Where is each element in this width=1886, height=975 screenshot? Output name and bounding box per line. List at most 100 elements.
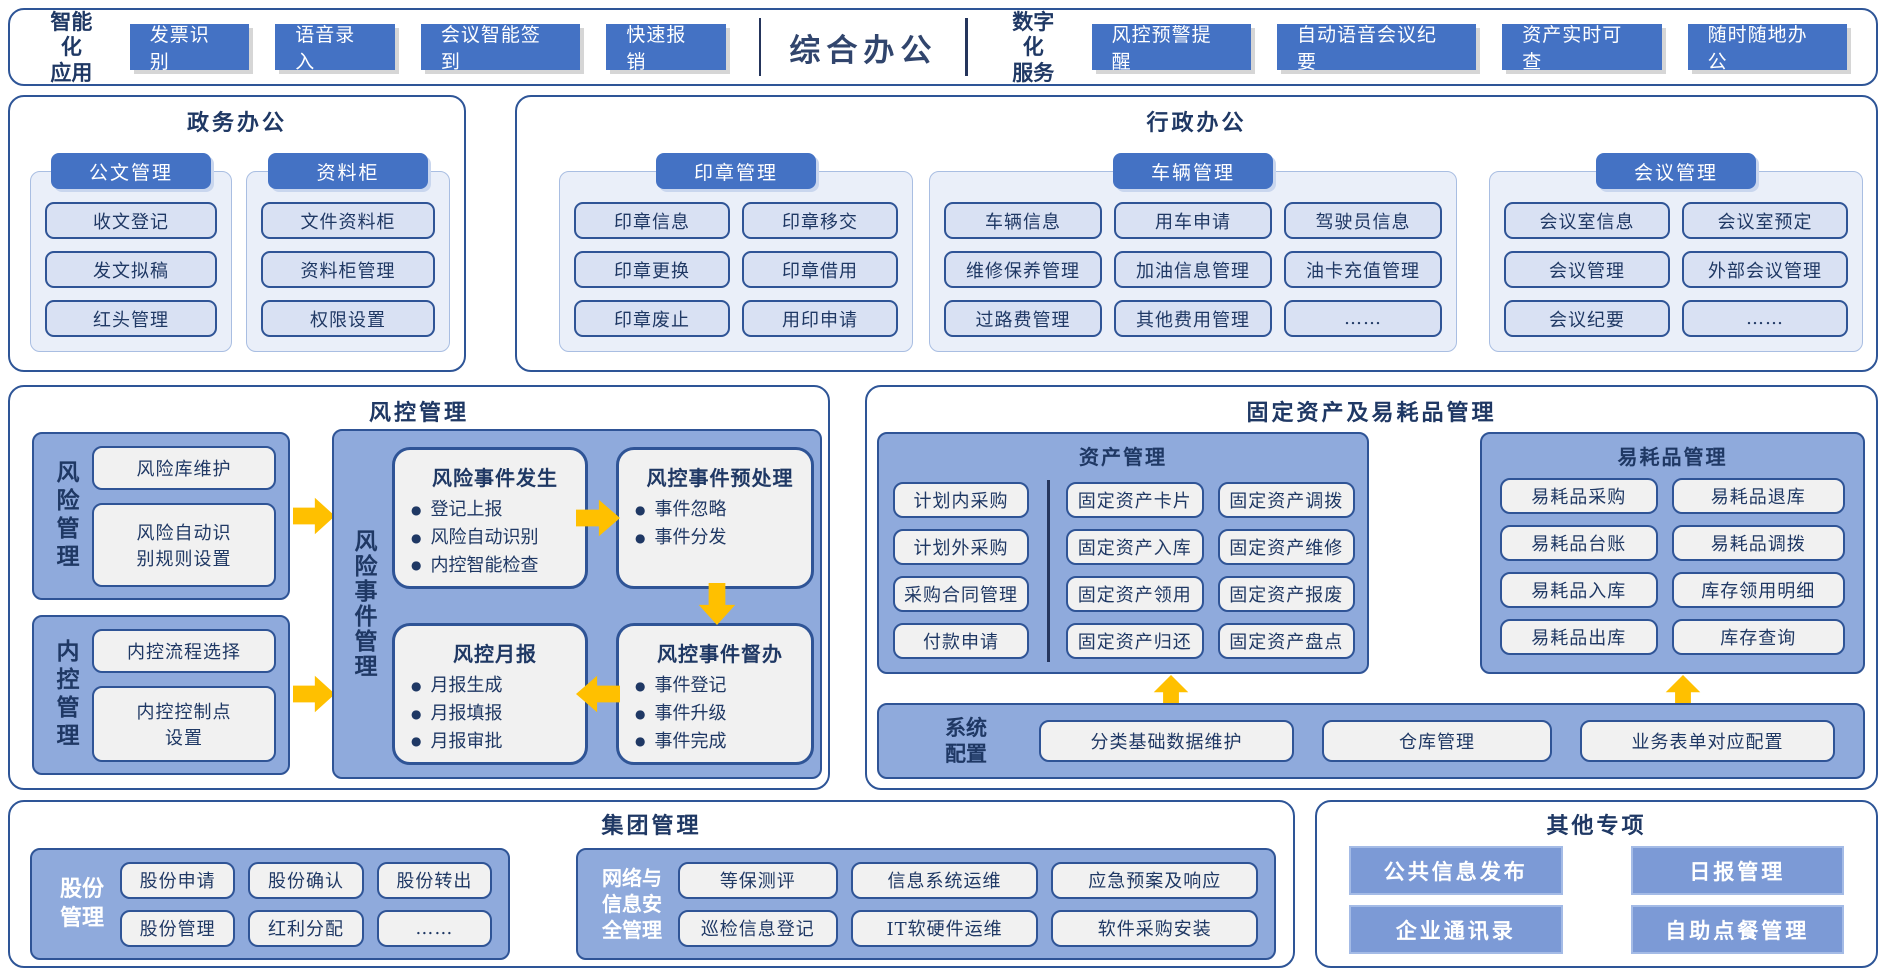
module-panel: 印章信息 印章移交 印章更换 印章借用 印章废止 用印申请 bbox=[559, 171, 913, 352]
asset-section: 固定资产及易耗品管理 资产管理 计划内采购 计划外采购 采购合同管理 付款申请 … bbox=[865, 385, 1878, 790]
section-title: 行政办公 bbox=[1146, 110, 1247, 136]
top-bar: 智能化 应用 发票识别 语音录入 会议智能签到 快速报销 综合办公 数字化 服务… bbox=[8, 8, 1878, 86]
module-item: 红利分配 bbox=[248, 909, 364, 947]
module-item: 资料柜管理 bbox=[261, 251, 435, 288]
module-item: 印章借用 bbox=[742, 251, 898, 288]
module-item: 采购合同管理 bbox=[893, 575, 1029, 612]
digital-service-button: 风控预警提醒 bbox=[1091, 24, 1251, 73]
module-item: 车辆信息 bbox=[944, 202, 1102, 239]
shares-panel: 股份 管理 股份申请 股份确认 股份转出 股份管理 红利分配 …… bbox=[30, 848, 510, 960]
module-item: 库存查询 bbox=[1671, 619, 1845, 655]
module-item: 易耗品退库 bbox=[1671, 478, 1845, 514]
panel-label: 风险事件管理 bbox=[350, 529, 377, 679]
risk-event-mgmt-panel: 风险事件管理 风险事件发生 登记上报 风险自动识别 内控智能检查 风控事件预处理… bbox=[332, 429, 822, 779]
module-item: 巡检信息登记 bbox=[678, 909, 838, 947]
card-title: 风控事件督办 bbox=[657, 642, 783, 666]
module-panel: 车辆信息 用车申请 驾驶员信息 维修保养管理 加油信息管理 油卡充值管理 过路费… bbox=[929, 171, 1457, 352]
module-item: 发文拟稿 bbox=[45, 251, 217, 288]
module-item: 仓库管理 bbox=[1322, 720, 1552, 762]
module-item: 用车申请 bbox=[1114, 202, 1272, 239]
panel-label: 内控管理 bbox=[52, 639, 79, 751]
module-item: 过路费管理 bbox=[944, 300, 1102, 337]
module-item: 印章更换 bbox=[574, 251, 730, 288]
module-item: 文件资料柜 bbox=[261, 202, 435, 239]
module-item: …… bbox=[376, 909, 492, 947]
module-panel: 收文登记 发文拟稿 红头管理 bbox=[30, 171, 232, 352]
module-item: 维修保养管理 bbox=[944, 251, 1102, 288]
group-header: 会议管理 bbox=[1596, 153, 1756, 189]
bullet-item: 月报生成 bbox=[411, 672, 579, 700]
special-button: 企业通讯录 bbox=[1349, 905, 1563, 954]
module-item: 权限设置 bbox=[261, 300, 435, 337]
risk-control-section: 风控管理 风险管理 风险库维护 风险自动识 别规则设置 内控管理 内控流程选择 … bbox=[8, 385, 830, 790]
module-item: 软件采购安装 bbox=[1051, 909, 1258, 947]
module-item: 股份申请 bbox=[120, 861, 236, 899]
sys-config-panel: 系统 配置 分类基础数据维护 仓库管理 业务表单对应配置 bbox=[877, 703, 1865, 779]
module-item: 加油信息管理 bbox=[1114, 251, 1272, 288]
module-item: 固定资产盘点 bbox=[1217, 622, 1355, 659]
module-item: 会议室预定 bbox=[1682, 202, 1848, 239]
module-item: 计划内采购 bbox=[893, 481, 1029, 518]
module-item: 驾驶员信息 bbox=[1284, 202, 1442, 239]
group-mgmt-section: 集团管理 股份 管理 股份申请 股份确认 股份转出 股份管理 红利分配 …… 网… bbox=[8, 800, 1295, 968]
module-item: IT软硬件运维 bbox=[850, 909, 1039, 947]
module-item: 印章信息 bbox=[574, 202, 730, 239]
section-title: 风控管理 bbox=[368, 400, 469, 426]
asset-mgmt-panel: 资产管理 计划内采购 计划外采购 采购合同管理 付款申请 固定资产卡片 固定资产… bbox=[877, 432, 1369, 674]
module-item: 应急预案及响应 bbox=[1051, 861, 1258, 899]
bullet-item: 事件分发 bbox=[635, 524, 805, 552]
bullet-item: 事件升级 bbox=[635, 700, 805, 728]
group-header: 车辆管理 bbox=[1113, 153, 1273, 189]
module-item: 股份转出 bbox=[376, 861, 492, 899]
arrow-right-icon bbox=[293, 675, 335, 713]
module-item: 业务表单对应配置 bbox=[1580, 720, 1835, 762]
bullet-item: 事件完成 bbox=[635, 728, 805, 756]
special-button: 日报管理 bbox=[1630, 846, 1844, 895]
section-title: 其他专项 bbox=[1546, 813, 1647, 839]
module-item: 固定资产卡片 bbox=[1066, 481, 1204, 518]
module-item: 印章废止 bbox=[574, 300, 730, 337]
module-item: 风险库维护 bbox=[92, 445, 276, 490]
module-item: 固定资产归还 bbox=[1066, 622, 1204, 659]
module-item: 易耗品入库 bbox=[1500, 572, 1658, 608]
module-item: 会议室信息 bbox=[1504, 202, 1670, 239]
module-item: 收文登记 bbox=[45, 202, 217, 239]
module-item: 外部会议管理 bbox=[1682, 251, 1848, 288]
module-panel: 会议室信息 会议室预定 会议管理 外部会议管理 会议纪要 …… bbox=[1489, 171, 1863, 352]
divider bbox=[1047, 480, 1050, 662]
module-item: 股份管理 bbox=[120, 909, 236, 947]
consumables-panel: 易耗品管理 易耗品采购 易耗品退库 易耗品台账 易耗品调拨 易耗品入库 库存领用… bbox=[1480, 432, 1865, 674]
group-header: 公文管理 bbox=[51, 153, 211, 189]
flow-card: 风险事件发生 登记上报 风险自动识别 内控智能检查 bbox=[392, 447, 588, 589]
module-item: 会议纪要 bbox=[1504, 300, 1670, 337]
module-item: 红头管理 bbox=[45, 300, 217, 337]
module-item: 信息系统运维 bbox=[850, 861, 1039, 899]
group-header: 印章管理 bbox=[656, 153, 816, 189]
risk-mgmt-panel: 风险管理 风险库维护 风险自动识 别规则设置 bbox=[32, 432, 290, 600]
gov-office-section: 政务办公 公文管理 收文登记 发文拟稿 红头管理 资料柜 文件资料柜 资料柜管理… bbox=[8, 95, 466, 372]
flow-card: 风控事件预处理 事件忽略 事件分发 bbox=[616, 447, 814, 589]
panel-label: 系统 配置 bbox=[945, 714, 987, 766]
module-item: 分类基础数据维护 bbox=[1039, 720, 1294, 762]
data-cabinet-group: 资料柜 文件资料柜 资料柜管理 权限设置 bbox=[246, 153, 450, 352]
bullet-item: 事件登记 bbox=[635, 672, 805, 700]
arrow-down-icon bbox=[698, 583, 736, 625]
section-title: 固定资产及易耗品管理 bbox=[1246, 400, 1497, 426]
module-item: 用印申请 bbox=[742, 300, 898, 337]
module-item: 内控流程选择 bbox=[92, 628, 276, 673]
bullet-item: 事件忽略 bbox=[635, 496, 805, 524]
module-item: …… bbox=[1284, 300, 1442, 337]
bullet-item: 月报审批 bbox=[411, 728, 579, 756]
module-item: 股份确认 bbox=[248, 861, 364, 899]
module-item: 计划外采购 bbox=[893, 528, 1029, 565]
vehicle-mgmt-group: 车辆管理 车辆信息 用车申请 驾驶员信息 维修保养管理 加油信息管理 油卡充值管… bbox=[929, 153, 1457, 352]
module-item: 印章移交 bbox=[742, 202, 898, 239]
flow-card: 风控事件督办 事件登记 事件升级 事件完成 bbox=[616, 623, 814, 765]
module-panel: 文件资料柜 资料柜管理 权限设置 bbox=[246, 171, 450, 352]
admin-office-section: 行政办公 印章管理 印章信息 印章移交 印章更换 印章借用 印章废止 用印申请 … bbox=[515, 95, 1878, 372]
smart-app-button: 发票识别 bbox=[129, 24, 250, 73]
panel-title: 易耗品管理 bbox=[1617, 445, 1728, 469]
bullet-item: 风险自动识别 bbox=[411, 524, 579, 552]
bullet-item: 登记上报 bbox=[411, 496, 579, 524]
